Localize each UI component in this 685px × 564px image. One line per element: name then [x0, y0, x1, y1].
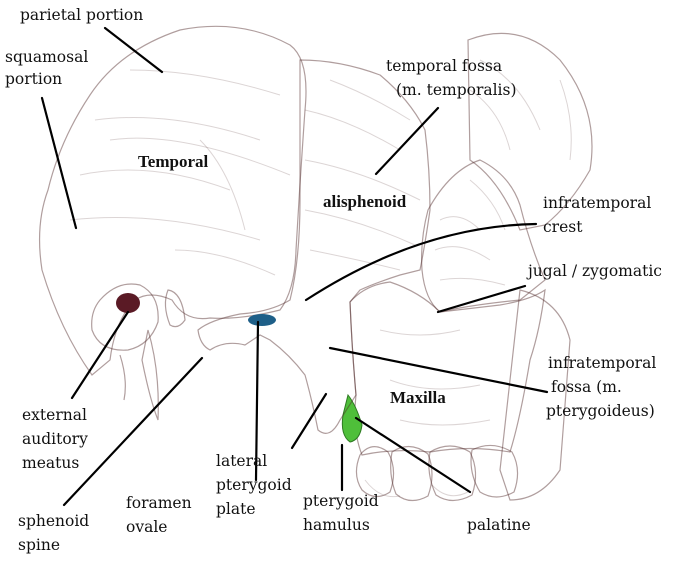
leader-foramen-ovale [254, 320, 260, 482]
temporal-bone [38, 25, 307, 376]
leader-infratemporal-fossa [328, 346, 549, 394]
label-infratemporal-fossa-line1: infratemporal [548, 354, 656, 372]
label-infratemporal-fossa-line3: pterygoideus) [546, 402, 655, 420]
sphenoid-spine-region [164, 289, 186, 328]
teeth [355, 444, 519, 502]
leader-sphenoid-spine [62, 356, 204, 507]
leader-lines [40, 26, 549, 507]
label-pterygoid-hamulus-line1: pterygoid [303, 492, 379, 510]
label-squamosal-line2: portion [5, 70, 62, 88]
leader-temporal-fossa [374, 106, 440, 176]
palatine-bone [341, 393, 363, 443]
label-foramen-ovale-line2: ovale [126, 518, 167, 536]
label-squamosal-line1: squamosal [5, 48, 88, 66]
label-palatine: palatine [467, 516, 531, 534]
label-temporal-fossa-line2: (m. temporalis) [396, 81, 517, 99]
label-ext-auditory-line1: external [22, 406, 87, 424]
leader-jugal [436, 284, 527, 314]
leader-parietal [103, 26, 164, 74]
maxilla-bone [349, 281, 546, 456]
label-parietal-portion: parietal portion [20, 6, 143, 24]
bone-label-alisphenoid: alisphenoid [323, 192, 407, 211]
label-infratemporal-crest-line2: crest [543, 218, 583, 236]
leader-palatine [354, 416, 472, 494]
label-foramen-ovale-line1: foramen [126, 494, 192, 512]
zygomatic-bone [421, 159, 546, 313]
sphenoid-bone [197, 59, 431, 434]
leader-squamosal [40, 96, 78, 230]
label-sphenoid-spine-line2: spine [18, 536, 60, 554]
label-lateral-pterygoid-line2: pterygoid [216, 476, 292, 494]
label-infratemporal-fossa-line2: fossa (m. [551, 378, 622, 396]
label-lateral-pterygoid-line3: plate [216, 500, 256, 518]
label-pterygoid-hamulus-line2: hamulus [303, 516, 370, 534]
label-jugal-zygomatic: jugal / zygomatic [526, 262, 662, 280]
leader-lateral-pterygoid [290, 392, 328, 450]
label-sphenoid-spine-line1: sphenoid [18, 512, 89, 530]
face-bone-region [467, 32, 593, 501]
label-ext-auditory-line3: meatus [22, 454, 79, 472]
ear-region [91, 283, 159, 421]
label-infratemporal-crest-line1: infratemporal [543, 194, 651, 212]
label-temporal-fossa-line1: temporal fossa [386, 57, 502, 75]
label-ext-auditory-line2: auditory [22, 430, 88, 448]
label-lateral-pterygoid-line1: lateral [216, 452, 267, 470]
leader-ext-auditory [70, 310, 130, 400]
bone-label-temporal: Temporal [138, 152, 208, 171]
leader-infratemporal-crest [304, 222, 538, 302]
bone-label-maxilla: Maxilla [390, 388, 446, 407]
